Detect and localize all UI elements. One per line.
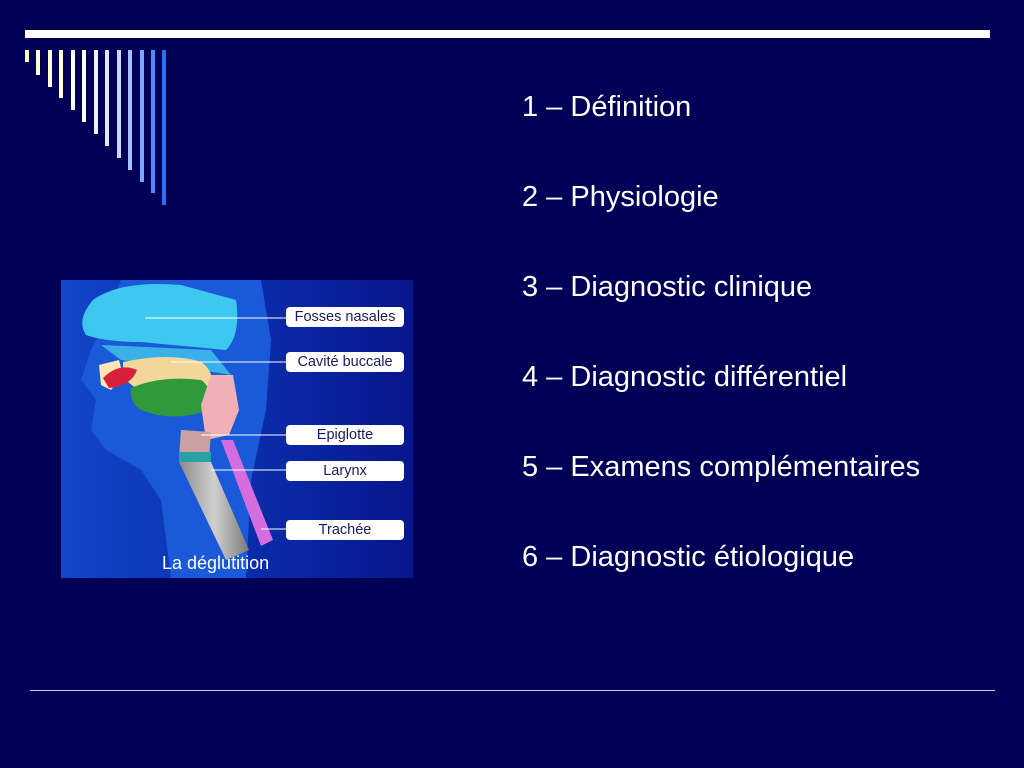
agenda-item-definition: 1 – Définition [522,91,692,123]
bottom-rule [30,690,995,691]
label-larynx: Larynx [286,461,404,481]
agenda-item-diagnostic-differentiel: 4 – Diagnostic différentiel [522,361,848,393]
stripe [117,50,121,158]
agenda-item-physiologie: 2 – Physiologie [522,181,719,213]
label-fosses-nasales: Fosses nasales [286,307,404,327]
agenda-list: 1 – Définition 2 – Physiologie 3 – Diagn… [522,88,920,628]
stripe [105,50,109,146]
agenda-item-diagnostic-etiologique: 6 – Diagnostic étiologique [522,541,855,573]
swallowing-diagram: Fosses nasales Cavité buccale Epiglotte … [61,280,413,578]
stripe [25,50,29,62]
label-epiglotte: Epiglotte [286,425,404,445]
agenda-item-diagnostic-clinique: 3 – Diagnostic clinique [522,271,813,303]
stripe [71,50,75,110]
stripe [48,50,52,87]
label-trachee: Trachée [286,520,404,540]
stripe [128,50,132,170]
agenda-item-examens-complementaires: 5 – Examens complémentaires [522,451,921,483]
decorative-stripes [25,50,175,210]
stripe [151,50,155,193]
stripe [162,50,166,205]
stripe [94,50,98,134]
label-cavite-buccale: Cavité buccale [286,352,404,372]
stripe [36,50,40,75]
stripe [82,50,86,122]
top-rule [25,30,990,38]
stripe [140,50,144,182]
stripe [59,50,63,98]
figure-caption: La déglutition [162,553,270,573]
